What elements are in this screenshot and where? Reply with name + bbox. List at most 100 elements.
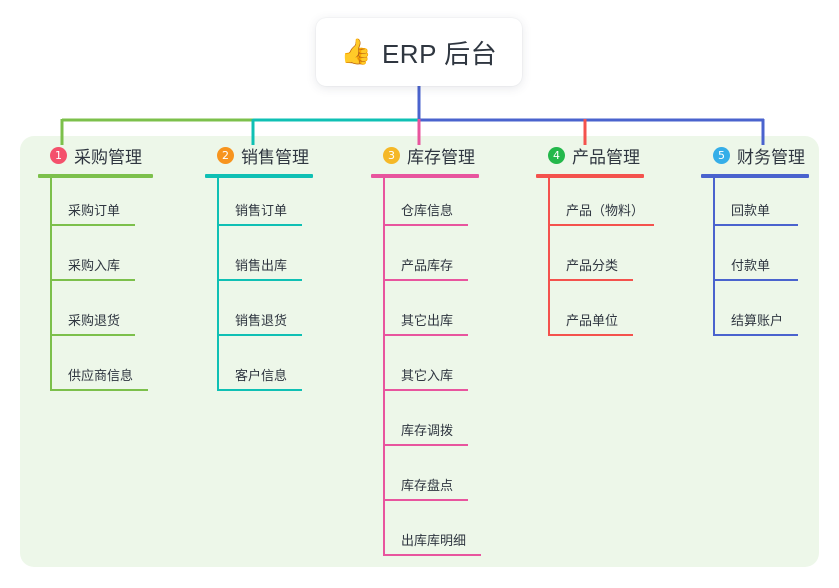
branch-title: 销售管理: [241, 147, 309, 167]
branch-header-rule: [38, 174, 153, 178]
leaf-rule: [383, 444, 468, 446]
branch-children: 产品（物料） 产品分类 产品单位: [536, 178, 654, 343]
leaf-label: 库存调拨: [401, 423, 454, 438]
leaf-item[interactable]: 销售订单: [205, 178, 313, 233]
branch-header-rule: [205, 174, 313, 178]
leaf-rule: [217, 389, 302, 391]
leaf-item[interactable]: 采购入库: [38, 233, 153, 288]
leaf-rule: [50, 279, 135, 281]
root-title: ERP 后台: [381, 38, 498, 69]
branch-column-finance: 5 财务管理 回款单 付款单 结算账户: [701, 142, 809, 343]
leaf-item[interactable]: 其它入库: [371, 343, 479, 398]
leaf-rule: [548, 279, 633, 281]
leaf-item[interactable]: 销售出库: [205, 233, 313, 288]
branch-header[interactable]: 5 财务管理: [701, 142, 809, 168]
leaf-rule: [383, 224, 468, 226]
leaf-rule: [217, 279, 302, 281]
leaf-item[interactable]: 库存调拨: [371, 398, 479, 453]
leaf-rule: [383, 389, 468, 391]
leaf-item[interactable]: 库存盘点: [371, 453, 479, 508]
leaf-item[interactable]: 其它出库: [371, 288, 479, 343]
leaf-item[interactable]: 产品单位: [536, 288, 644, 343]
leaf-item[interactable]: 采购订单: [38, 178, 153, 233]
branch-title: 库存管理: [407, 147, 475, 167]
leaf-label: 回款单: [731, 203, 771, 218]
leaf-rule: [50, 224, 135, 226]
leaf-item[interactable]: 付款单: [701, 233, 809, 288]
root-node[interactable]: 👍 ERP 后台: [316, 18, 522, 86]
leaf-item[interactable]: 结算账户: [701, 288, 809, 343]
leaf-item[interactable]: 采购退货: [38, 288, 153, 343]
branch-column-sales: 2 销售管理 销售订单 销售出库 销售退货 客户信息: [205, 142, 313, 398]
branch-header-rule: [701, 174, 809, 178]
leaf-rule: [548, 224, 654, 226]
leaf-label: 销售订单: [235, 203, 288, 218]
branch-trunk: [50, 178, 52, 391]
branch-header[interactable]: 2 销售管理: [205, 142, 313, 168]
branch-column-product: 4 产品管理 产品（物料） 产品分类 产品单位: [536, 142, 654, 343]
leaf-label: 库存盘点: [401, 478, 454, 493]
branch-trunk: [548, 178, 550, 336]
leaf-label: 出库库明细: [401, 533, 467, 548]
branch-children: 回款单 付款单 结算账户: [701, 178, 809, 343]
leaf-rule: [713, 224, 798, 226]
leaf-item[interactable]: 客户信息: [205, 343, 313, 398]
leaf-rule: [383, 279, 468, 281]
diagram-panel: [20, 136, 819, 567]
branch-trunk: [713, 178, 715, 336]
leaf-item[interactable]: 出库库明细: [371, 508, 481, 563]
leaf-label: 产品单位: [566, 313, 619, 328]
leaf-rule: [217, 334, 302, 336]
leaf-rule: [548, 334, 633, 336]
leaf-rule: [50, 334, 135, 336]
branch-number-badge: 5: [713, 146, 730, 164]
branch-header-rule: [536, 174, 644, 178]
branch-children: 销售订单 销售出库 销售退货 客户信息: [205, 178, 313, 398]
branch-title: 采购管理: [74, 147, 142, 167]
leaf-item[interactable]: 销售退货: [205, 288, 313, 343]
leaf-label: 产品（物料）: [566, 203, 645, 218]
branch-number-badge: 1: [50, 146, 67, 164]
leaf-label: 产品库存: [401, 258, 454, 273]
branch-column-inventory: 3 库存管理 仓库信息 产品库存 其它出库 其它入库 库存调拨: [371, 142, 481, 563]
leaf-item[interactable]: 仓库信息: [371, 178, 479, 233]
branch-header[interactable]: 1 采购管理: [38, 142, 153, 168]
leaf-item[interactable]: 产品（物料）: [536, 178, 654, 233]
leaf-rule: [383, 499, 468, 501]
leaf-label: 供应商信息: [68, 368, 134, 383]
branch-trunk: [383, 178, 385, 556]
branch-header-rule: [371, 174, 479, 178]
leaf-item[interactable]: 供应商信息: [38, 343, 153, 398]
leaf-label: 采购入库: [68, 258, 121, 273]
branch-header[interactable]: 4 产品管理: [536, 142, 644, 168]
branch-children: 采购订单 采购入库 采购退货 供应商信息: [38, 178, 153, 398]
leaf-rule: [383, 334, 468, 336]
leaf-label: 采购订单: [68, 203, 121, 218]
branch-title: 财务管理: [737, 147, 805, 167]
leaf-rule: [383, 554, 481, 556]
leaf-item[interactable]: 产品分类: [536, 233, 644, 288]
branch-header[interactable]: 3 库存管理: [371, 142, 479, 168]
leaf-rule: [713, 334, 798, 336]
thumbs-up-icon: 👍: [340, 37, 372, 66]
leaf-item[interactable]: 回款单: [701, 178, 809, 233]
branch-column-purchasing: 1 采购管理 采购订单 采购入库 采购退货 供应商信息: [38, 142, 153, 398]
leaf-label: 付款单: [731, 258, 771, 273]
branch-trunk: [217, 178, 219, 391]
leaf-label: 结算账户: [731, 313, 784, 328]
leaf-label: 客户信息: [235, 368, 288, 383]
leaf-rule: [217, 224, 302, 226]
leaf-label: 产品分类: [566, 258, 619, 273]
leaf-label: 销售退货: [235, 313, 288, 328]
branch-title: 产品管理: [572, 147, 640, 167]
leaf-rule: [50, 389, 148, 391]
leaf-rule: [713, 279, 798, 281]
branch-number-badge: 3: [383, 146, 400, 164]
branch-number-badge: 2: [217, 146, 234, 164]
leaf-label: 销售出库: [235, 258, 288, 273]
branch-children: 仓库信息 产品库存 其它出库 其它入库 库存调拨 库存盘点: [371, 178, 481, 563]
leaf-label: 仓库信息: [401, 203, 454, 218]
leaf-item[interactable]: 产品库存: [371, 233, 479, 288]
leaf-label: 其它入库: [401, 368, 454, 383]
